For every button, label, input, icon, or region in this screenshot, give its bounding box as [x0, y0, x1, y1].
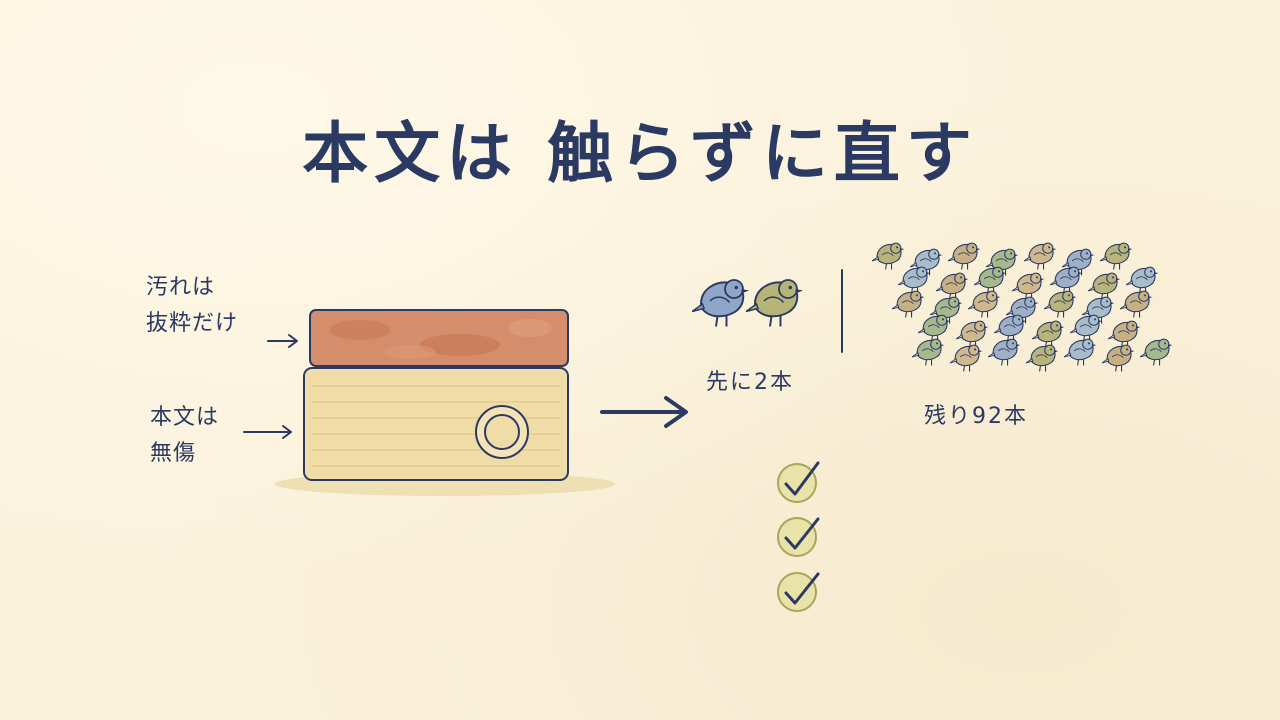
- bird-icon: [1032, 320, 1065, 349]
- body-label-line-2: 無傷: [150, 441, 197, 466]
- bird-icon: [1026, 344, 1059, 373]
- dial-icon: [475, 405, 529, 459]
- body-label-arrow-icon: [243, 425, 292, 439]
- bird-icon: [988, 338, 1021, 367]
- stain-label-line-1: 汚れは: [146, 275, 216, 300]
- stain-label-line-2: 抜粋だけ: [146, 311, 239, 336]
- bird-icon: [956, 320, 989, 349]
- first-two-caption: 先に2本: [706, 370, 794, 395]
- bird-icon: [1102, 344, 1135, 373]
- bird-icon: [936, 272, 969, 301]
- check-circle-icon: [777, 572, 820, 612]
- bird-icon: [892, 290, 925, 319]
- bird-icon: [912, 338, 945, 367]
- bird-flock: [872, 242, 1173, 373]
- bird-icon: [1070, 314, 1103, 343]
- body-label-line-1: 本文は: [150, 405, 220, 430]
- bird-icon: [1012, 272, 1045, 301]
- bird-icon: [1088, 272, 1121, 301]
- bird-icon: [746, 278, 805, 328]
- bird-icon: [1126, 266, 1159, 295]
- bird-icon: [872, 242, 905, 271]
- bird-icon: [1140, 338, 1173, 367]
- bird-icon: [968, 290, 1001, 319]
- bird-icon: [692, 278, 751, 328]
- bird-icon: [1120, 290, 1153, 319]
- remaining-caption: 残り92本: [924, 404, 1028, 429]
- bird-icon: [948, 242, 981, 271]
- bird-icon: [1100, 242, 1133, 271]
- bird-icon: [974, 266, 1007, 295]
- bird-icon: [1050, 266, 1083, 295]
- bird-icon: [1108, 320, 1141, 349]
- stain-label-arrow-icon: [267, 334, 298, 348]
- bird-icon: [1024, 242, 1057, 271]
- bird-icon: [918, 314, 951, 343]
- bird-icon: [950, 344, 983, 373]
- bird-icon: [1044, 290, 1077, 319]
- bird-icon: [898, 266, 931, 295]
- body-label: 本文は 無傷: [150, 400, 219, 472]
- page-title: 本文は 触らずに直す: [302, 114, 978, 192]
- bird-icon: [994, 314, 1027, 343]
- check-circle-icon: [777, 517, 820, 557]
- check-circle-icon: [777, 461, 820, 503]
- bird-icon: [1064, 338, 1097, 367]
- stain-label: 汚れは 抜粋だけ: [146, 270, 238, 342]
- right-arrow-icon: [600, 396, 688, 428]
- stained-excerpt-block: [309, 309, 569, 367]
- text-body-block: [303, 367, 569, 481]
